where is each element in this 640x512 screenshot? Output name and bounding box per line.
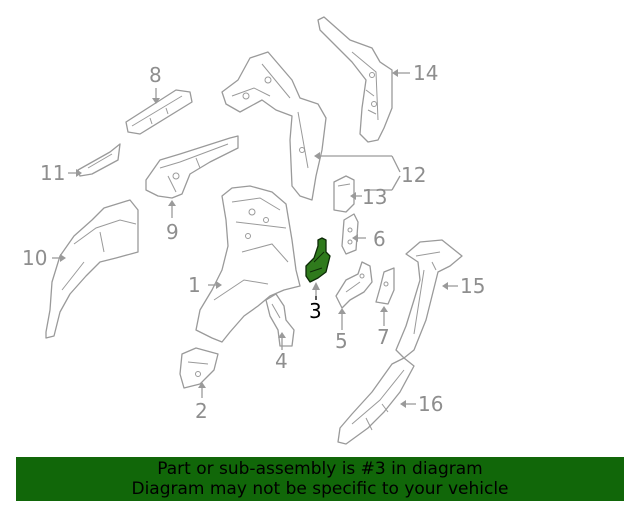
part-1-shape (195, 185, 301, 343)
part-14-shape (317, 16, 393, 143)
part-12-shape (221, 51, 327, 201)
info-banner: Part or sub-assembly is #3 in diagram Di… (16, 457, 624, 501)
leader-lines (52, 69, 458, 408)
part-5-shape (335, 261, 373, 309)
banner-line-2: Diagram may not be specific to your vehi… (131, 479, 509, 499)
part-15-shape (395, 239, 463, 359)
part-4-shape (265, 293, 295, 347)
callout-12: 12 (401, 163, 426, 187)
callout-14: 14 (413, 61, 438, 85)
callout-labels: 8 11 9 10 1 4 2 3 5 6 7 13 12 14 15 16 (22, 61, 485, 423)
part-2-shape (179, 347, 219, 389)
callout-5: 5 (335, 329, 348, 353)
callout-7: 7 (377, 325, 390, 349)
parts-diagram: 8 11 9 10 1 4 2 3 5 6 7 13 12 14 15 16 (22, 16, 485, 445)
callout-8: 8 (149, 63, 162, 87)
callout-4: 4 (275, 349, 288, 373)
part-8-shape (125, 89, 193, 135)
callout-2: 2 (195, 399, 208, 423)
part-7-shape (375, 267, 395, 305)
callout-11: 11 (40, 161, 65, 185)
callout-10: 10 (22, 246, 47, 270)
part-16-shape (337, 357, 415, 445)
part-9-shape (145, 135, 239, 199)
callout-16: 16 (418, 392, 443, 416)
callout-3: 3 (309, 299, 322, 323)
callout-1: 1 (188, 273, 201, 297)
part-6-shape (341, 213, 359, 255)
callout-13: 13 (362, 185, 387, 209)
part-10-shape (45, 199, 139, 339)
callout-15: 15 (460, 274, 485, 298)
callout-6: 6 (373, 227, 386, 251)
part-11-shape (77, 143, 121, 177)
banner-line-1: Part or sub-assembly is #3 in diagram (157, 459, 483, 479)
callout-9: 9 (166, 220, 179, 244)
part-3-highlighted (305, 237, 331, 283)
part-13-shape (333, 175, 355, 213)
